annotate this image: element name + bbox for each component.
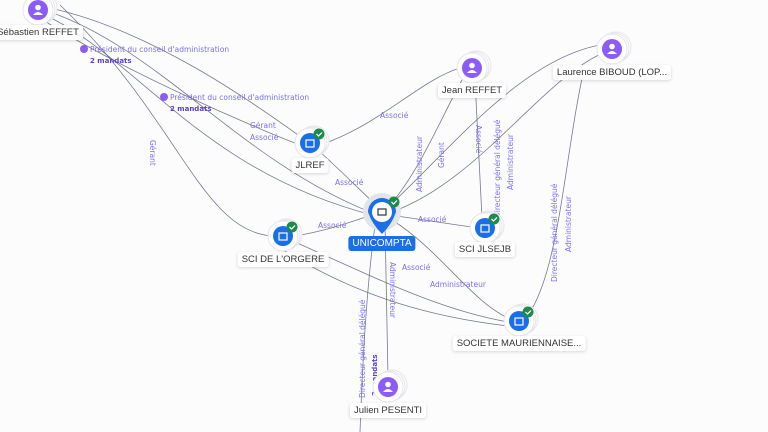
edges <box>39 4 606 432</box>
node-sebastien[interactable] <box>22 0 58 26</box>
node-label-julien-pesenti[interactable]: Julien PESENTI <box>349 403 427 418</box>
verified-check-icon <box>522 306 534 318</box>
node-societe[interactable] <box>503 303 539 337</box>
edge-label: Associé <box>474 125 483 154</box>
node-laurence[interactable] <box>596 31 632 65</box>
building-icon <box>278 232 288 241</box>
edge-label: Associé <box>318 221 347 230</box>
edge-label: Gérant <box>148 140 157 166</box>
node-scijlsejb[interactable] <box>469 210 505 244</box>
edge-labels: Président du conseil d'administration 2 … <box>80 45 573 398</box>
building-icon <box>480 224 490 233</box>
verified-check-icon <box>388 196 400 208</box>
verified-check-icon <box>488 213 500 225</box>
node-label-sci-de-l-orgere[interactable]: SCI DE L'ORGERE <box>237 252 329 267</box>
edge-label: Gérant <box>437 142 446 168</box>
node-sciorgere[interactable] <box>267 218 303 252</box>
building-icon <box>514 317 524 326</box>
edge-label: 2 mandats <box>90 57 132 65</box>
edge-label: Directeur général délégué <box>358 299 367 398</box>
edge-label: Directeur général délégué <box>550 183 559 282</box>
node-label-sci-jlsejb[interactable]: SCI JLSEJB <box>454 242 516 257</box>
edge-label: Associé <box>402 263 431 272</box>
node-label-unicompta[interactable]: UNICOMPTA <box>348 236 416 251</box>
node-julien[interactable] <box>372 369 408 403</box>
node-label-jlref[interactable]: JLREF <box>291 158 329 173</box>
edge-label: Administrateur <box>388 262 397 319</box>
edge-label: Administrateur <box>564 195 573 252</box>
node-label-jean-reffet[interactable]: Jean REFFET <box>437 83 507 98</box>
node-unicompta[interactable] <box>363 193 401 234</box>
edge-label: Directeur général délégué <box>493 119 502 218</box>
edge-label: Administrateur <box>506 133 515 190</box>
edge-label: Administrateur <box>430 280 487 289</box>
edge-label: Administrateur <box>415 135 424 192</box>
edge-label: Président du conseil d'administration <box>90 45 229 54</box>
edge-label: Gérant <box>250 121 276 130</box>
node-label-societe-mauriennaise[interactable]: SOCIETE MAURIENNAISE... <box>452 336 586 351</box>
edge-label: Associé <box>250 133 279 142</box>
node-label-sebastien-reffet[interactable]: Sébastien REFFET <box>0 25 83 40</box>
mandate-badge-icon <box>80 45 88 53</box>
edge-label: Associé <box>418 215 447 224</box>
building-icon <box>305 139 315 148</box>
verified-check-icon <box>313 128 325 140</box>
node-jlref[interactable] <box>294 125 330 159</box>
mandate-badge-icon <box>160 93 168 101</box>
node-label-laurence-biboud[interactable]: Laurence BIBOUD (LOP... <box>552 65 672 80</box>
verified-check-icon <box>286 221 298 233</box>
edge-label: 2 mandats <box>371 354 379 396</box>
building-icon <box>377 208 387 216</box>
edge-label: Président du conseil d'administration <box>170 93 309 102</box>
nodes <box>22 0 632 403</box>
edge-label: 2 mandats <box>170 105 212 113</box>
node-jean[interactable] <box>456 50 492 84</box>
edge-label: Associé <box>335 178 364 187</box>
edge-label: Associé <box>380 111 409 120</box>
